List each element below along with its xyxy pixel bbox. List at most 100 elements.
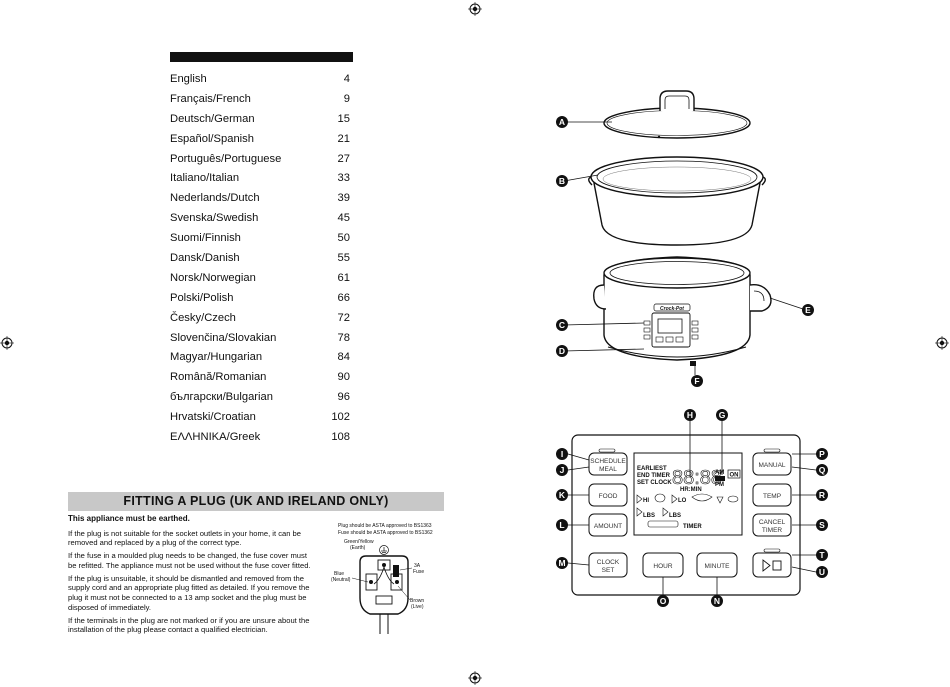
minute-button[interactable]: MINUTE: [696, 552, 738, 578]
live-label: (Live): [411, 604, 424, 610]
label-c-badge: C: [556, 319, 568, 331]
earth-label: (Earth): [350, 545, 366, 551]
asta-plug-note: Plug should be ASTA approved to BS1363: [338, 523, 432, 529]
svg-text:I: I: [561, 449, 563, 459]
svg-text:LBS: LBS: [669, 513, 681, 519]
cancel-timer-button[interactable]: CANCEL TIMER: [752, 513, 792, 537]
control-panel-diagram: EARLIEST END TIMER SET CLOCK 88:88 AM ON…: [556, 409, 828, 607]
svg-text:L: L: [559, 520, 564, 530]
lcd-amount-icons: LBS LBS TIMER: [636, 507, 702, 530]
hour-button[interactable]: HOUR: [642, 552, 684, 578]
label-a-badge: A: [556, 116, 568, 128]
lcd-display: [633, 452, 743, 536]
label-i-badge: I: [556, 448, 568, 460]
plug-instructions: This appliance must be earthed. If the p…: [68, 514, 316, 638]
lid: [603, 90, 751, 139]
plug-paragraph: If the plug is not suitable for the sock…: [68, 528, 302, 548]
schedule-meal-button[interactable]: SCHEDULE MEAL: [588, 448, 628, 476]
svg-text:LBS: LBS: [643, 513, 655, 519]
plug-paragraph: If the terminals in the plug are not mar…: [68, 615, 310, 635]
svg-text:T: T: [819, 550, 825, 560]
fuse-rating-label: 3A: [414, 563, 421, 569]
blue-label: Blue: [334, 571, 344, 577]
svg-text:N: N: [714, 596, 720, 606]
svg-text:MINUTE: MINUTE: [705, 563, 731, 570]
lcd-timer: TIMER: [683, 524, 702, 530]
start-stop-button[interactable]: [752, 548, 792, 578]
lcd-earliest: EARLIEST: [637, 466, 667, 472]
svg-text:SET: SET: [602, 567, 615, 574]
svg-text:LO: LO: [678, 498, 687, 504]
svg-text:K: K: [559, 490, 566, 500]
svg-text:H: H: [687, 410, 693, 420]
svg-text:Q: Q: [819, 465, 826, 475]
earth-symbol-icon: [379, 545, 389, 555]
green-yellow-label: Green/Yellow: [344, 539, 374, 545]
lcd-set-clock: SET CLOCK: [637, 480, 672, 486]
label-p-badge: P: [816, 448, 828, 460]
heating-base: Crock-Pot: [593, 256, 772, 366]
svg-text:D: D: [559, 346, 565, 356]
toc-header-bar: [170, 52, 353, 62]
lcd-end-timer: END TIMER: [637, 473, 671, 479]
label-u-badge: U: [816, 566, 828, 578]
svg-text:AMOUNT: AMOUNT: [594, 523, 622, 530]
svg-text:O: O: [660, 596, 667, 606]
label-k-badge: K: [556, 489, 568, 501]
plug-wiring-diagram: Plug should be ASTA approved to BS1363 F…: [331, 523, 433, 634]
svg-text:CLOCK: CLOCK: [597, 559, 620, 566]
stoneware-pot: [588, 156, 766, 246]
registration-mark-top: [468, 2, 482, 16]
label-g-badge: G: [716, 409, 728, 421]
earthed-warning: This appliance must be earthed.: [68, 514, 190, 523]
svg-text:HI: HI: [643, 498, 649, 504]
registration-mark-left: [0, 336, 14, 350]
svg-text:S: S: [819, 520, 825, 530]
plug-body: [359, 555, 409, 634]
lcd-food-icons: HI LO: [636, 493, 739, 504]
svg-text:P: P: [819, 449, 825, 459]
label-t-badge: T: [816, 549, 828, 561]
label-f-badge: F: [691, 375, 703, 387]
svg-text:TIMER: TIMER: [762, 527, 783, 534]
lcd-indicator: [715, 476, 725, 481]
label-r-badge: R: [816, 489, 828, 501]
plug-paragraph: If the fuse in a moulded plug needs to b…: [68, 551, 311, 570]
plug-paragraph: If the plug is unsuitable, it should be …: [68, 573, 310, 612]
svg-text:U: U: [819, 567, 825, 577]
svg-text:HOUR: HOUR: [653, 563, 672, 570]
lcd-hrmin: HR:MIN: [680, 487, 702, 493]
label-l-badge: L: [556, 519, 568, 531]
label-q-badge: Q: [816, 464, 828, 476]
svg-text:MEAL: MEAL: [599, 466, 617, 473]
amount-button[interactable]: AMOUNT: [588, 513, 628, 537]
plug-section-title: FITTING A PLUG (UK AND IRELAND ONLY): [68, 492, 444, 511]
label-o-badge: O: [657, 595, 669, 607]
temp-button[interactable]: TEMP: [752, 483, 792, 507]
clock-set-button[interactable]: CLOCK SET: [588, 552, 628, 578]
manual-button[interactable]: MANUAL: [752, 448, 792, 476]
svg-text:G: G: [719, 410, 726, 420]
food-button[interactable]: FOOD: [588, 483, 628, 507]
label-s-badge: S: [816, 519, 828, 531]
